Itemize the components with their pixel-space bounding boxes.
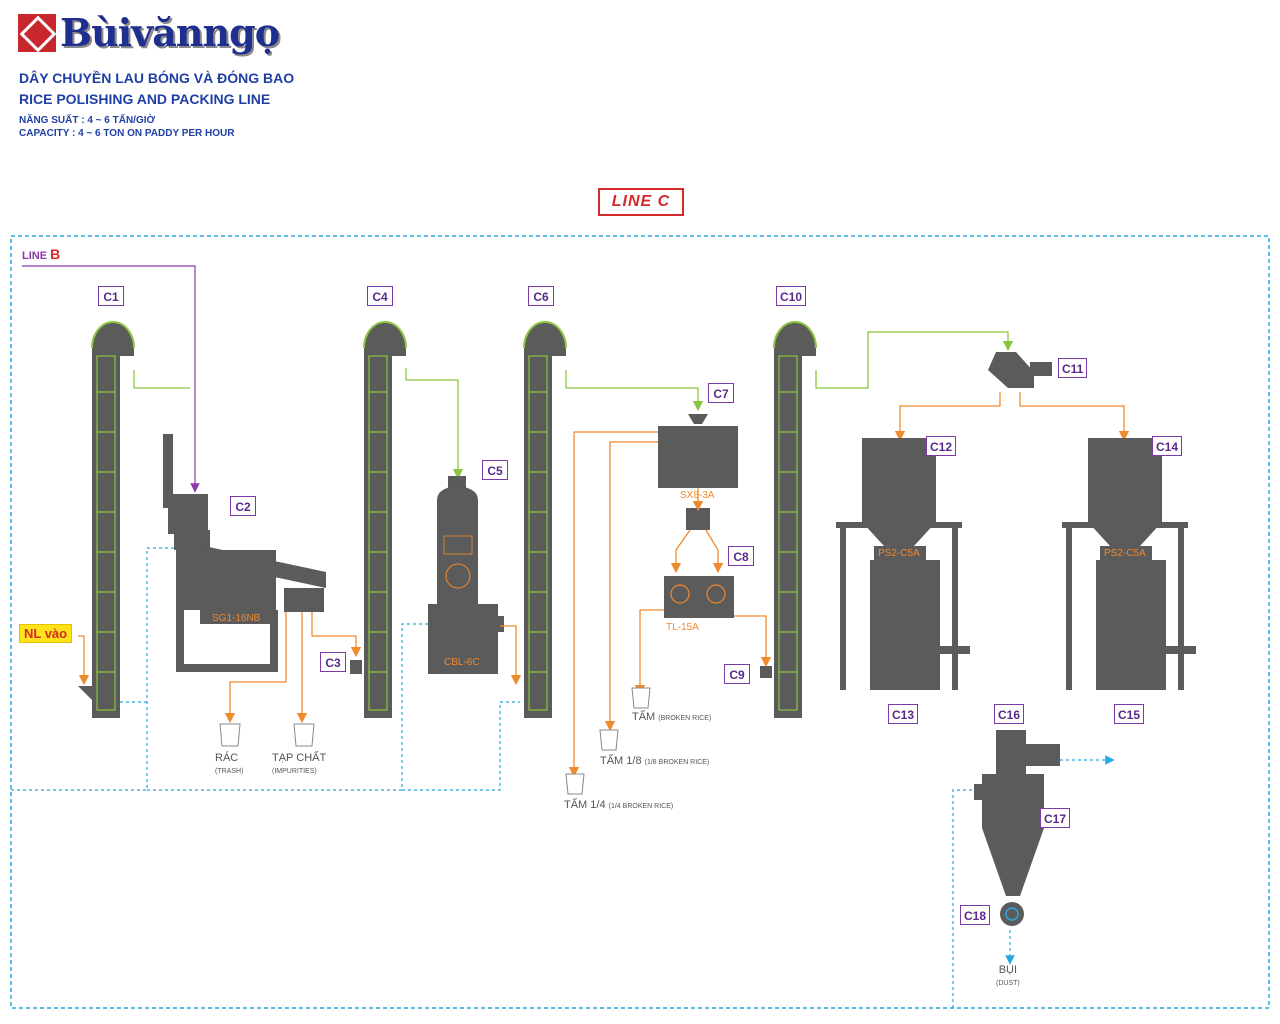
elevator-c10 <box>773 321 817 718</box>
model-c12: PS2-C5A <box>878 548 920 559</box>
label-c18: C18 <box>960 905 991 925</box>
model-c7: SX8-3A <box>680 490 715 501</box>
orange-flows-c7 <box>568 431 772 778</box>
label-c7: C7 <box>708 383 734 403</box>
raw-material-input-label: NL vào <box>19 624 73 643</box>
fan-c3 <box>350 660 362 674</box>
machine-c12-c13 <box>836 438 970 690</box>
line-b-feed <box>22 265 200 493</box>
output-broken-rice: TẤM (BROKEN RICE) <box>632 711 712 723</box>
model-c8: TL-15A <box>666 622 699 633</box>
capacity-en: CAPACITY : 4 ~ 6 TON ON PADDY PER HOUR <box>19 128 235 139</box>
output-dust: BỤI(DUST) <box>996 964 1020 987</box>
label-c6: C6 <box>528 286 554 306</box>
machine-c16-c17-c18 <box>974 730 1060 926</box>
label-c2: C2 <box>230 496 256 516</box>
label-c9: C9 <box>724 664 750 684</box>
elevator-c4 <box>363 321 407 718</box>
label-c17: C17 <box>1040 808 1071 828</box>
label-c12: C12 <box>926 436 957 456</box>
label-c11: C11 <box>1058 358 1088 378</box>
logo-mark-icon <box>18 14 56 52</box>
label-c4: C4 <box>367 286 393 306</box>
green-flows <box>133 331 1014 480</box>
logo-text: Bùivănngọ <box>60 10 280 55</box>
output-trash: RÁC(TRASH) <box>215 752 244 775</box>
output-broken-1-8: TẤM 1/8 (1/8 BROKEN RICE) <box>600 755 710 767</box>
brand-logo: Bùivănngọ <box>18 10 280 55</box>
output-bags <box>219 687 651 795</box>
machine-c14-c15 <box>1062 438 1196 690</box>
dust-ducts <box>11 547 1115 1008</box>
capacity-vi: NĂNG SUẤT : 4 ~ 6 TẤN/GIỜ <box>19 115 156 126</box>
fan-c9 <box>760 666 772 678</box>
label-c10: C10 <box>776 286 807 306</box>
label-c8: C8 <box>728 546 754 566</box>
label-c3: C3 <box>320 652 346 672</box>
elevator-c1 <box>78 321 135 718</box>
label-c13: C13 <box>888 704 919 724</box>
machine-c5 <box>428 476 504 674</box>
output-impurities: TẠP CHẤT(IMPURITIES) <box>272 752 327 775</box>
line-b-label: LINE B <box>22 246 61 262</box>
model-c14: PS2-C5A <box>1104 548 1146 559</box>
line-c-title: LINE C <box>598 188 684 216</box>
machine-c7 <box>658 414 738 618</box>
label-c1: C1 <box>98 286 124 306</box>
machine-c2 <box>163 434 326 672</box>
label-c5: C5 <box>482 460 508 480</box>
machine-c11 <box>988 352 1052 388</box>
output-broken-1-4: TẤM 1/4 (1/4 BROKEN RICE) <box>564 799 674 811</box>
title-vi: DÂY CHUYỀN LAU BÓNG VÀ ĐÓNG BAO <box>19 70 295 86</box>
label-c16: C16 <box>994 704 1025 724</box>
title-en: RICE POLISHING AND PACKING LINE <box>19 91 271 107</box>
model-c2: SG1-16NB <box>212 613 261 624</box>
label-c14: C14 <box>1152 436 1183 456</box>
label-c15: C15 <box>1114 704 1145 724</box>
model-c5: CBL-6C <box>444 657 480 668</box>
elevator-c6 <box>523 321 567 718</box>
